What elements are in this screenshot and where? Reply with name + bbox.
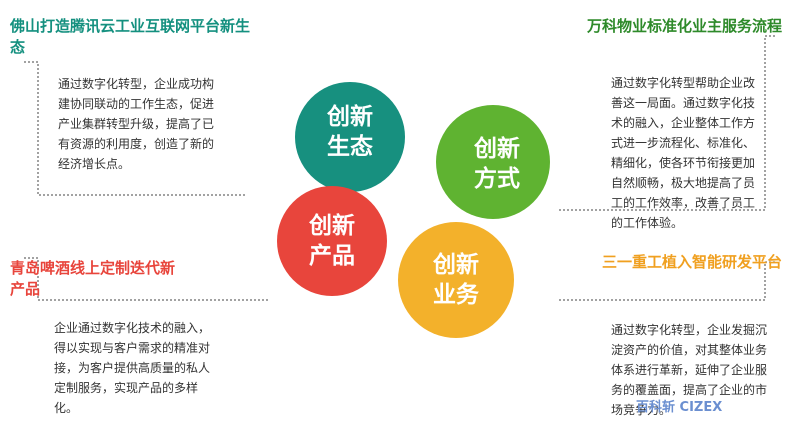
petal-product: 创新 产品	[277, 186, 387, 296]
block-top-left-desc: 通过数字化转型，企业成功构建协同联动的工作生态，促进产业集群转型升级，提高了已有…	[58, 77, 215, 171]
petal-product-line2: 产品	[309, 242, 355, 269]
petal-method: 创新 方式	[436, 105, 550, 219]
petal-product-line1: 创新	[308, 212, 355, 239]
petal-business-line1: 创新	[432, 251, 479, 278]
petal-business: 创新 业务	[398, 222, 514, 338]
block-bottom-left-desc: 企业通过数字化技术的融入，得以实现与客户需求的精准对接，为客户提供高质量的私人定…	[54, 321, 211, 415]
block-bottom-right-title: 三一重工植入智能研发平台	[601, 253, 782, 271]
petal-method-line2: 方式	[474, 165, 520, 192]
block-bottom-right-desc: 通过数字化转型，企业发掘沉淀资产的价值，对其整体业务体系进行革新，延伸了企业服务…	[611, 323, 768, 417]
connector-top-left	[24, 61, 245, 196]
block-top-right-title: 万科物业标准化业主服务流程	[586, 17, 782, 35]
block-top-left-title: 佛山打造腾讯云工业互联网平台新生态	[10, 17, 251, 56]
petal-ecology-line1: 创新	[326, 103, 373, 130]
watermark-logo: 百科斩 CIZEX	[636, 400, 723, 415]
petal-method-line1: 创新	[473, 135, 520, 162]
block-bottom-left-title: 青岛啤酒线上定制迭代新产品	[10, 259, 176, 298]
connector-bottom-right	[558, 261, 775, 301]
connector-top-right	[558, 35, 775, 211]
petal-business-line2: 业务	[433, 282, 480, 308]
petal-ecology: 创新 生态	[295, 82, 405, 192]
block-top-right-desc: 通过数字化转型帮助企业改善这一局面。通过数字化技术的融入，企业整体工作方式进一步…	[611, 76, 756, 230]
connector-bottom-left	[24, 257, 270, 301]
petal-ecology-line2: 生态	[327, 133, 373, 160]
